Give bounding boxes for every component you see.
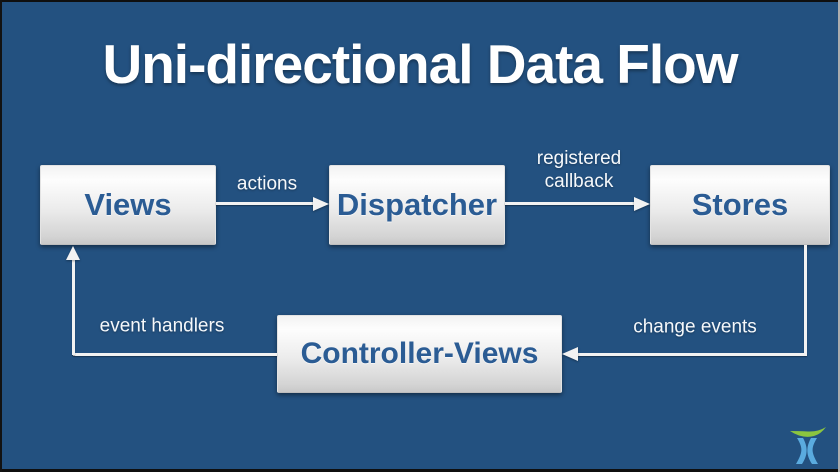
node-dispatcher-label: Dispatcher	[336, 187, 498, 222]
node-views-label: Views	[84, 187, 172, 222]
edge-label-change-events: change events	[633, 316, 757, 338]
edge-label-actions: actions	[236, 173, 298, 195]
arrow-head-icon	[562, 347, 578, 361]
arrow-head-icon	[634, 197, 650, 211]
node-dispatcher: Dispatcher	[329, 165, 505, 245]
edge-label-registered-callback: registered callback	[536, 148, 622, 192]
arrow-line-controller-left	[73, 353, 277, 356]
node-stores: Stores	[650, 165, 830, 245]
page-title: Uni-directional Data Flow	[102, 33, 738, 95]
arrow-line-stores-to-controller	[578, 353, 807, 356]
node-controller-views-label: Controller-Views	[300, 337, 539, 370]
arrow-line-stores-down	[804, 245, 807, 355]
arrow-head-icon	[66, 246, 80, 260]
node-views: Views	[40, 165, 216, 245]
arrow-line-views-to-dispatcher	[216, 202, 315, 205]
letterbox-right	[838, 0, 840, 472]
letterbox-top	[0, 0, 840, 2]
edge-label-event-handlers: event handlers	[99, 315, 225, 337]
node-controller-views: Controller-Views	[277, 315, 562, 393]
letterbox-left	[0, 0, 2, 472]
node-stores-label: Stores	[691, 187, 789, 222]
letterbox-bottom	[0, 469, 840, 472]
arrow-line-up-to-views	[72, 260, 75, 355]
atlassian-logo-icon	[790, 427, 826, 464]
arrow-head-icon	[313, 197, 329, 211]
arrow-line-dispatcher-to-stores	[505, 202, 635, 205]
